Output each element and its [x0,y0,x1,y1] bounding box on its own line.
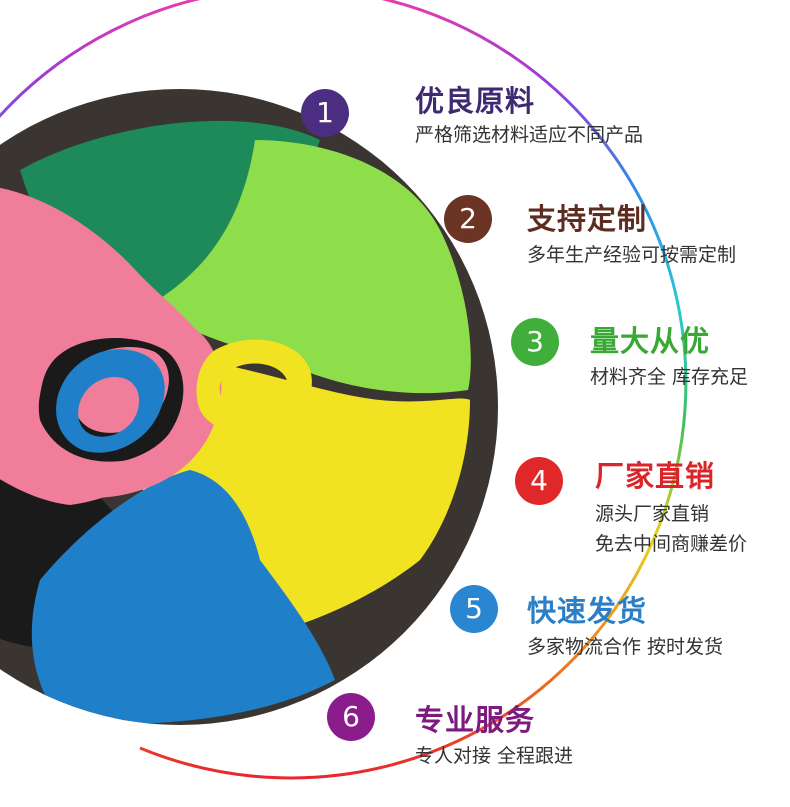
feature-title: 快速发货 [527,594,648,628]
masks-photo [0,89,498,725]
lime-green-mask [150,140,471,394]
feature-description: 材料齐全 库存充足 [590,366,749,388]
rainbow-arc [0,0,688,780]
feature-number-badge: 2 [444,195,492,243]
feature-description: 严格筛选材料适应不同产品 [415,124,644,146]
blue-mask [31,470,335,724]
feature-title: 量大从优 [590,324,711,358]
feature-description: 多家物流合作 按时发货 [527,636,724,658]
feature-description: 免去中间商赚差价 [595,533,748,555]
blue-ear-loop [56,349,165,453]
feature-title: 厂家直销 [595,459,716,493]
feature-number-badge: 5 [450,585,498,633]
yellow-ear-loop [196,339,312,434]
feature-description: 源头厂家直销 [595,503,710,525]
feature-description: 专人对接 全程跟进 [415,745,574,767]
feature-number-badge: 1 [301,89,349,137]
feature-number-badge: 3 [511,318,559,366]
feature-number-badge: 4 [515,457,563,505]
feature-title: 支持定制 [527,202,648,236]
feature-number-badge: 6 [327,693,375,741]
feature-description: 多年生产经验可按需定制 [527,244,737,266]
pink-ear-loop [4,304,222,498]
feature-title: 专业服务 [415,703,536,737]
feature-title: 优良原料 [415,84,536,118]
